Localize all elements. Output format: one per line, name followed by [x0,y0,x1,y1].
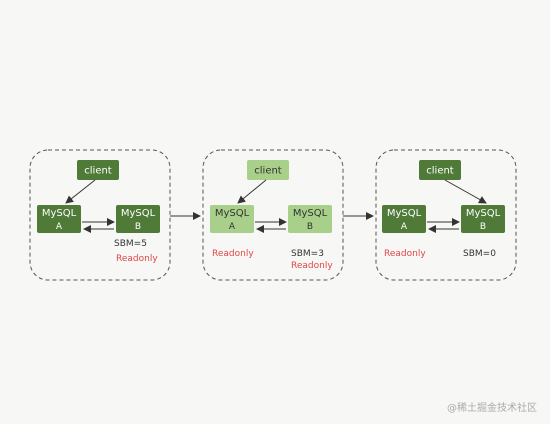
mysql-a-box [210,205,254,233]
a-readonly-label: Readonly [384,249,426,259]
watermark-text: @稀土掘金技术社区 [447,401,537,414]
mysql-b-box [116,205,160,233]
client-to-a-arrow [237,179,267,204]
b-readonly-label: Readonly [116,254,158,264]
client-label: client [84,166,112,177]
client-box [419,160,461,180]
mysql-a-sub: A [229,222,236,232]
a-readonly-label: Readonly [212,249,254,259]
sbm-label: SBM=5 [114,239,147,249]
mysql-a-box [37,205,81,233]
mysql-a-box [382,205,426,233]
sbm-label: SBM=3 [291,249,324,259]
client-box [247,160,289,180]
panel-border [29,149,171,281]
mysql-a-name: MySQL [42,208,77,219]
mysql-b-sub: B [135,222,141,232]
b-readonly-label: Readonly [291,261,333,271]
mysql-a-sub: A [56,222,63,232]
panel-border [375,149,517,281]
mysql-a-sub: A [401,222,408,232]
sbm-label: SBM=0 [463,249,496,259]
mysql-b-sub: B [307,222,313,232]
client-label: client [254,166,282,177]
panel-3: client MySQL A MySQL B Readonly SBM=0 [375,149,517,281]
mysql-a-name: MySQL [387,208,422,219]
panel-1: client MySQL A MySQL B SBM=5 Readonly [29,149,171,281]
mysql-b-box [288,205,332,233]
mysql-b-sub: B [480,222,486,232]
client-to-b-arrow [444,179,487,204]
client-label: client [426,166,454,177]
panel-border [202,149,344,281]
mysql-b-name: MySQL [121,208,156,219]
mysql-b-box [461,205,505,233]
mysql-b-name: MySQL [466,208,501,219]
client-to-a-arrow [65,179,96,204]
mysql-a-name: MySQL [215,208,250,219]
client-box [77,160,119,180]
mysql-b-name: MySQL [293,208,328,219]
panel-2: client MySQL A MySQL B Readonly SBM=3 Re… [202,149,344,281]
